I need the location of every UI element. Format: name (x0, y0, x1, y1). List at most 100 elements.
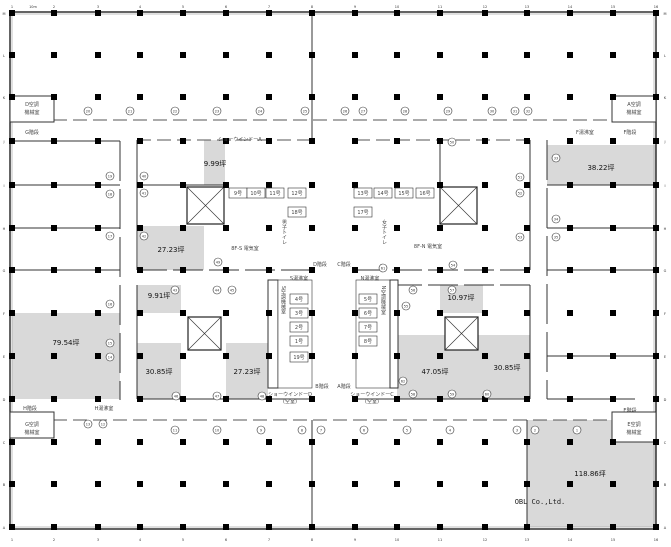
room-label: A階段 (337, 383, 350, 390)
row-label: J (2, 140, 4, 144)
tenant-number-marker (105, 352, 115, 362)
tenant-number: 24 (258, 109, 263, 113)
tenant-number-marker (105, 171, 115, 181)
column (524, 353, 530, 359)
elevator (358, 293, 378, 305)
column (437, 182, 443, 188)
elevator-label: 19号 (293, 355, 304, 361)
column (394, 267, 400, 273)
elevator (415, 187, 435, 199)
vacant-area[interactable] (547, 145, 656, 185)
vacant-area[interactable] (440, 285, 483, 313)
vacant-area[interactable] (12, 313, 120, 399)
column (352, 10, 358, 16)
column-label: 14 (568, 5, 573, 9)
column (51, 10, 57, 16)
column (567, 439, 573, 445)
column (309, 353, 315, 359)
tenant-number: 17 (108, 234, 112, 238)
column-label: 2 (53, 5, 55, 9)
tenant-number-marker (487, 106, 497, 116)
column (9, 396, 15, 402)
tenant-number: 10 (215, 428, 219, 432)
vacancy-area-label: 9.91坪 (148, 292, 171, 300)
column (9, 310, 15, 316)
vacant-areas (12, 140, 656, 527)
tenant-number: 25 (303, 109, 307, 113)
column (524, 52, 530, 58)
column (610, 52, 616, 58)
row-label: C (664, 441, 667, 445)
row-label: J (663, 140, 665, 144)
column (653, 353, 659, 359)
column (567, 481, 573, 487)
column (567, 396, 573, 402)
elevator (287, 206, 307, 218)
scale-label: 10m (29, 5, 37, 9)
column (309, 138, 315, 144)
tenant-number: 55 (404, 304, 408, 308)
column (394, 481, 400, 487)
tenant-number: 61 (381, 266, 385, 270)
column (309, 10, 315, 16)
vacancy-area-label: 27.23坪 (233, 368, 260, 376)
tenant-number-marker (170, 425, 180, 435)
column (309, 267, 315, 273)
column (653, 524, 659, 530)
vacant-area[interactable] (204, 140, 225, 185)
elevator (287, 187, 307, 199)
column (394, 225, 400, 231)
column-label: 13 (525, 538, 529, 542)
column (223, 52, 229, 58)
column (309, 524, 315, 530)
tenant-number-marker (448, 260, 458, 270)
column (653, 225, 659, 231)
column-label: 10 (395, 538, 399, 542)
vacant-area[interactable] (138, 226, 204, 270)
room-label: D空調 (25, 101, 39, 108)
column (95, 310, 101, 316)
elevator-label: 6号 (364, 311, 372, 317)
tenant-number: 46 (174, 394, 178, 398)
column (352, 481, 358, 487)
vacant-area[interactable] (483, 335, 530, 399)
tenant-number-marker (212, 285, 222, 295)
elevator-label: 15号 (398, 191, 409, 197)
tenant-number-marker (358, 106, 368, 116)
elevator-label: 18号 (291, 210, 302, 216)
vacant-area[interactable] (226, 343, 268, 399)
column (610, 225, 616, 231)
column-label: 11 (438, 538, 442, 542)
tenant-number-marker (139, 231, 149, 241)
tenant-number: 29 (446, 109, 450, 113)
column (610, 439, 616, 445)
elevator (246, 187, 266, 199)
tenant-number-marker (212, 391, 222, 401)
column (524, 310, 530, 316)
tenant-number: 58 (411, 392, 415, 396)
elevator (289, 307, 309, 319)
column (524, 524, 530, 530)
elevator-label: 14号 (377, 191, 388, 197)
column (223, 182, 229, 188)
column (95, 267, 101, 273)
column (653, 10, 659, 16)
column (524, 225, 530, 231)
tenant-number-marker (139, 188, 149, 198)
row-label: E (3, 355, 5, 359)
tenant-number-marker (213, 257, 223, 267)
room-label: 機械室 (626, 429, 641, 436)
column (352, 182, 358, 188)
tenant-number-marker (551, 214, 561, 224)
tenant-number-marker (297, 425, 307, 435)
column-label: 15 (611, 5, 615, 9)
column-label: 16 (654, 5, 658, 9)
tenant-number: 18 (108, 192, 112, 196)
vacant-area[interactable] (137, 343, 181, 399)
tenant-number-marker (105, 231, 115, 241)
elevator-label: 9号 (234, 191, 242, 197)
column (95, 182, 101, 188)
column (137, 481, 143, 487)
column (482, 267, 488, 273)
row-label: A (664, 526, 667, 530)
